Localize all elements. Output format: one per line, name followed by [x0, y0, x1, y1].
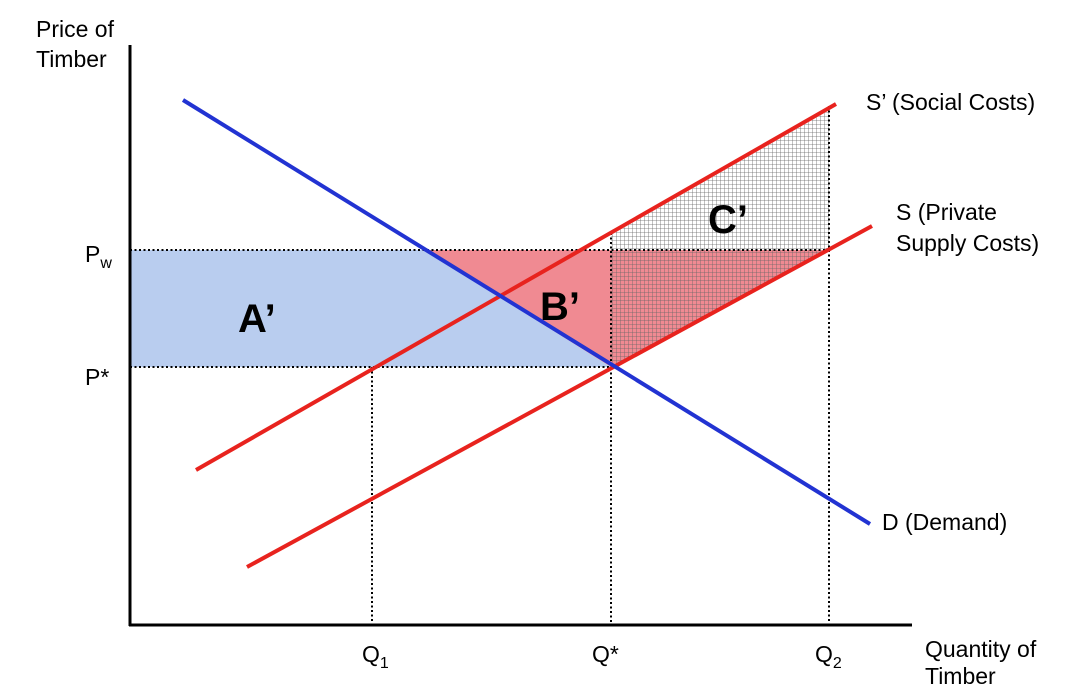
demand-curve	[181, 98, 872, 526]
q2-tick-label: Q2	[815, 641, 842, 672]
p-star-tick-label: P*	[85, 364, 109, 390]
x-axis-label-line-1: Quantity of	[925, 636, 1037, 662]
q2-tick-sub: 2	[833, 655, 842, 672]
x-axis-label-line-2: Timber	[925, 663, 996, 688]
y-axis-label-line-2: Timber	[36, 46, 107, 72]
demand-label: D (Demand)	[882, 509, 1007, 535]
q-star-tick-label: Q*	[592, 641, 619, 667]
pw-tick-sub: w	[99, 255, 112, 272]
y-axis-label-line-1: Price of	[36, 16, 115, 42]
pw-tick-main: P	[85, 241, 100, 267]
social-supply-curve	[195, 102, 837, 472]
private-supply-label-line-1: S (Private	[896, 199, 997, 225]
region-c-label: C’	[708, 198, 748, 242]
region-c-grid-hatch	[611, 108, 829, 250]
q1-tick-label: Q1	[362, 641, 389, 672]
q1-tick-sub: 1	[380, 655, 389, 672]
region-a-fill	[130, 250, 611, 367]
region-b-label: B’	[540, 285, 580, 329]
q2-tick-main: Q	[815, 641, 833, 667]
region-a-label: A’	[238, 297, 276, 341]
pw-tick-label: Pw	[85, 241, 112, 272]
private-supply-label-line-2: Supply Costs)	[896, 230, 1039, 256]
private-supply-curve	[246, 224, 873, 569]
q1-tick-main: Q	[362, 641, 380, 667]
social-supply-label: S’ (Social Costs)	[866, 89, 1035, 115]
